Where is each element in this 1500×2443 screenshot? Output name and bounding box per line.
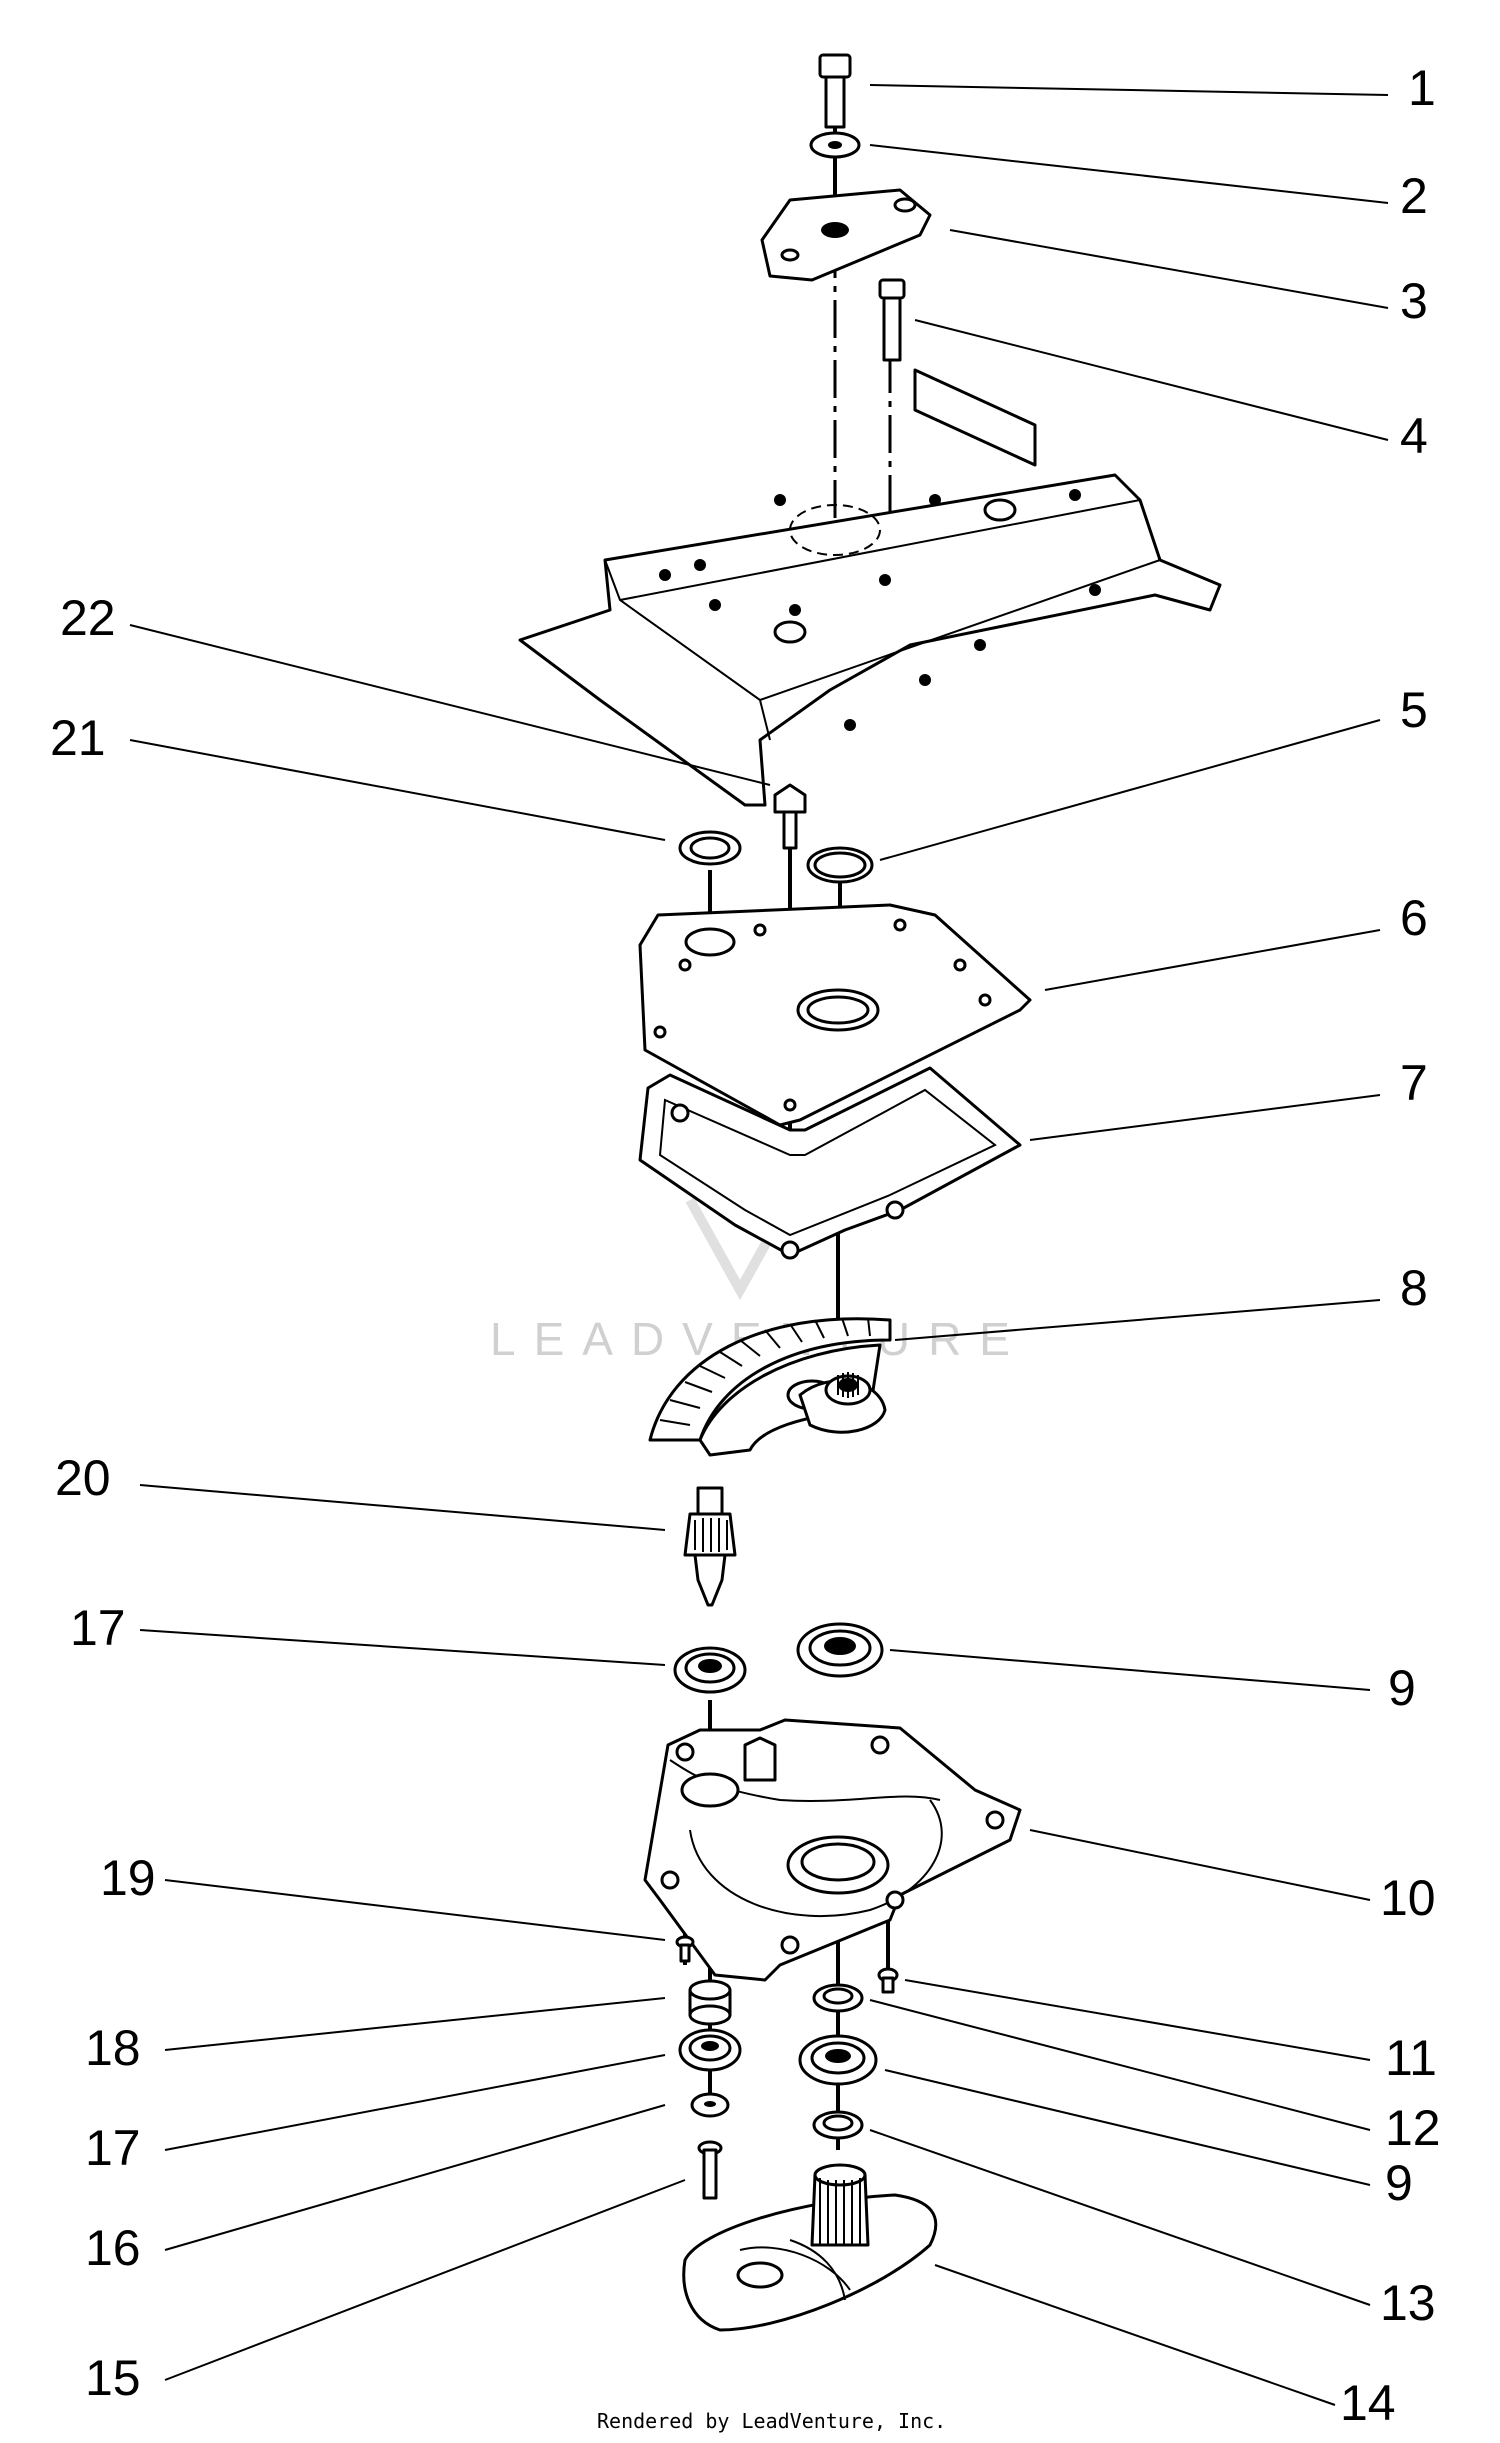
callout-3: 3	[1400, 273, 1428, 329]
part-7-gasket	[638, 1066, 1022, 1260]
part-1-bolt	[818, 53, 852, 129]
part-5-oring	[806, 846, 874, 884]
part-19-screw	[675, 1935, 695, 1963]
part-17-bearing-upper	[673, 1646, 747, 1694]
part-12-washer	[812, 1983, 864, 2013]
callout-20: 20	[55, 1450, 111, 1506]
part-13-washer	[812, 2110, 864, 2140]
part-4-bolt	[878, 278, 906, 362]
callout-numbers: 1 2 3 4 22 21 5 6 7 8 20 17 9 10 19 11 1…	[50, 60, 1441, 2431]
part-22-bolt	[773, 783, 807, 850]
chassis-plate	[518, 368, 1222, 807]
part-2-washer	[809, 131, 861, 159]
part-21-seal	[678, 830, 742, 866]
callout-4: 4	[1400, 408, 1428, 464]
callout-22: 22	[60, 590, 116, 646]
callout-21: 21	[50, 710, 106, 766]
leader-lines	[129, 84, 1389, 2406]
part-3-bracket	[760, 188, 932, 282]
callout-1: 1	[1408, 60, 1436, 116]
callout-9-upper: 9	[1388, 1660, 1416, 1716]
callout-16: 16	[85, 2220, 141, 2276]
part-14-output-arm	[682, 2163, 938, 2332]
callout-2: 2	[1400, 168, 1428, 224]
callout-6: 6	[1400, 890, 1428, 946]
callout-11: 11	[1385, 2030, 1437, 2086]
part-16-washer	[690, 2092, 730, 2118]
callout-12: 12	[1385, 2100, 1441, 2156]
part-20-pinion-shaft	[683, 1486, 737, 1607]
callout-7: 7	[1400, 1055, 1428, 1111]
callout-5: 5	[1400, 682, 1428, 738]
part-11-screw	[877, 1967, 899, 1994]
callout-9-lower: 9	[1385, 2155, 1413, 2211]
callout-19: 19	[100, 1850, 156, 1906]
part-9-bearing-lower	[798, 2034, 878, 2086]
part-8-sector-gear	[648, 1317, 892, 1457]
part-17-bearing-lower	[678, 2028, 742, 2072]
part-15-bolt	[697, 2140, 723, 2200]
part-10-gear-housing	[643, 1718, 1022, 1982]
callout-15: 15	[85, 2350, 141, 2406]
rendered-by-credit: Rendered by LeadVenture, Inc.	[597, 2409, 946, 2433]
part-6-cover-plate	[638, 903, 1032, 1127]
part-9-bearing-upper	[796, 1622, 884, 1678]
callout-10: 10	[1380, 1870, 1436, 1926]
callout-14: 14	[1340, 2375, 1396, 2431]
callout-8: 8	[1400, 1260, 1428, 1316]
part-18-spacer	[688, 1979, 732, 2026]
callout-17-upper: 17	[70, 1600, 126, 1656]
callout-18: 18	[85, 2020, 141, 2076]
callout-13: 13	[1380, 2275, 1436, 2331]
callout-17-lower: 17	[85, 2120, 141, 2176]
